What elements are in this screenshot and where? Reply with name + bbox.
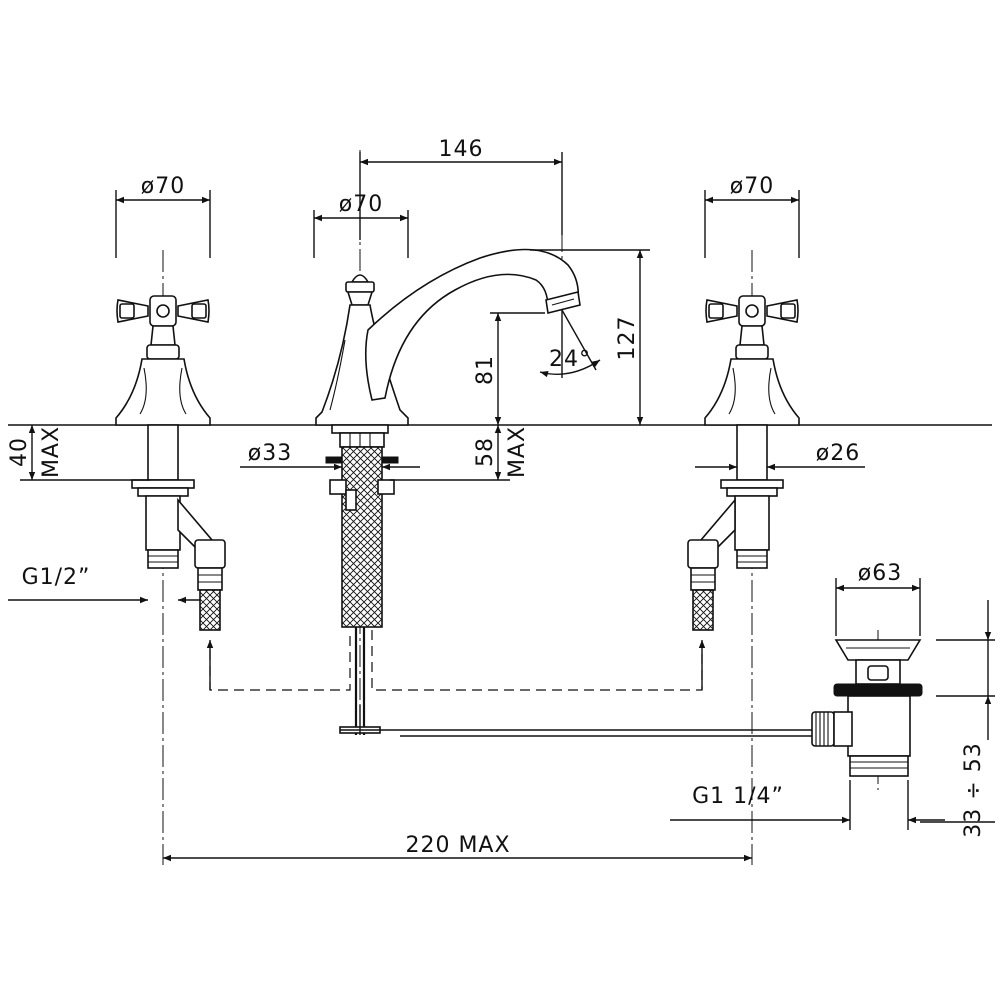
label-58: 58: [473, 437, 498, 467]
dim-left-thread: G1/2”: [8, 565, 200, 604]
label-81: 81: [473, 355, 498, 385]
dim-left-mount-depth: 40 MAX: [7, 425, 150, 481]
label-33-53: 33 ÷ 53: [961, 742, 986, 837]
dim-drain-thread: G1 1/4”: [670, 780, 945, 830]
dim-right-handle-diameter: ø70: [704, 174, 800, 258]
dim-drain-range: 33 ÷ 53: [920, 600, 995, 838]
label-220-max: 220 MAX: [405, 833, 510, 858]
label-146: 146: [439, 137, 484, 162]
dim-spout-angle: 24°: [539, 309, 601, 378]
dim-center-shank-diameter: ø33: [240, 441, 420, 471]
dim-drain-diameter: ø63: [835, 561, 921, 636]
dim-center-body-diameter: ø70: [313, 192, 409, 258]
drain: [833, 639, 923, 777]
label-d33: ø33: [248, 441, 292, 466]
dim-right-shank-diameter: ø26: [695, 441, 865, 471]
dim-center-mount-depth: 58 MAX: [390, 425, 530, 481]
label-40: 40: [7, 437, 32, 467]
label-58-max: MAX: [505, 426, 530, 478]
hose-paths: [206, 630, 706, 691]
dim-spout-height: 127: [530, 249, 650, 425]
left-valve: [115, 295, 226, 631]
label-d63: ø63: [858, 561, 902, 586]
center-spout: [315, 248, 581, 735]
label-127: 127: [615, 316, 640, 361]
label-g1-1-4: G1 1/4”: [692, 784, 784, 809]
label-40-max: MAX: [39, 426, 64, 478]
label-d26: ø26: [816, 441, 860, 466]
label-g1-2: G1/2”: [22, 565, 91, 590]
dim-left-handle-diameter: ø70: [115, 174, 211, 258]
label-right-d70: ø70: [730, 174, 774, 199]
label-center-d70: ø70: [339, 192, 383, 217]
right-valve: [687, 295, 800, 631]
dim-spout-outlet-height: 81: [473, 312, 545, 425]
label-left-d70: ø70: [141, 174, 185, 199]
popup-rod: [340, 711, 835, 747]
label-24-deg: 24°: [549, 347, 591, 372]
dim-overall-width: 220 MAX: [163, 833, 752, 862]
dim-spout-spacing: 146: [359, 137, 563, 240]
